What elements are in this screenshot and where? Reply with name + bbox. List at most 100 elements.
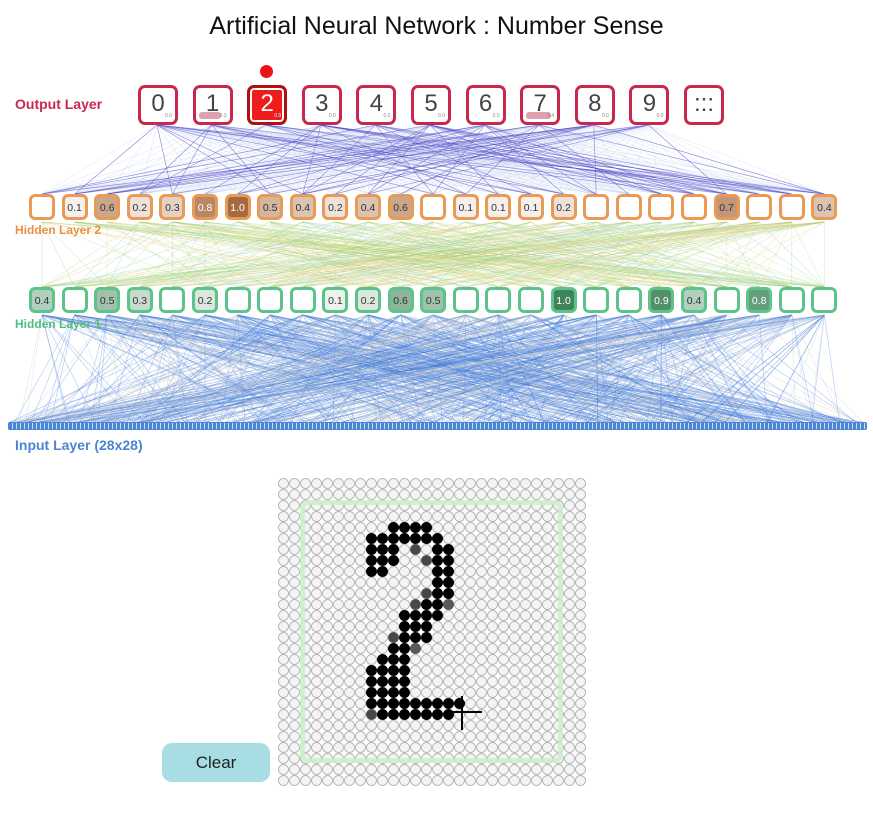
input-pixel[interactable] xyxy=(366,621,377,632)
input-pixel[interactable] xyxy=(498,577,509,588)
input-pixel[interactable] xyxy=(278,555,289,566)
input-pixel[interactable] xyxy=(553,566,564,577)
input-pixel[interactable] xyxy=(454,489,465,500)
input-pixel[interactable] xyxy=(410,489,421,500)
input-pixel[interactable] xyxy=(311,522,322,533)
input-pixel[interactable] xyxy=(443,577,454,588)
input-pixel[interactable] xyxy=(355,753,366,764)
input-pixel[interactable] xyxy=(575,610,586,621)
input-pixel[interactable] xyxy=(454,742,465,753)
input-pixel[interactable] xyxy=(377,533,388,544)
input-pixel[interactable] xyxy=(454,577,465,588)
input-pixel[interactable] xyxy=(476,654,487,665)
input-pixel[interactable] xyxy=(388,720,399,731)
input-pixel[interactable] xyxy=(399,764,410,775)
input-pixel[interactable] xyxy=(333,478,344,489)
input-pixel[interactable] xyxy=(388,566,399,577)
input-pixel[interactable] xyxy=(388,775,399,786)
input-pixel[interactable] xyxy=(410,775,421,786)
input-pixel[interactable] xyxy=(333,665,344,676)
input-pixel[interactable] xyxy=(564,533,575,544)
input-pixel[interactable] xyxy=(344,566,355,577)
input-pixel[interactable] xyxy=(355,577,366,588)
input-pixel[interactable] xyxy=(542,676,553,687)
input-pixel[interactable] xyxy=(465,533,476,544)
input-pixel[interactable] xyxy=(454,566,465,577)
input-pixel[interactable] xyxy=(454,511,465,522)
input-pixel[interactable] xyxy=(432,610,443,621)
input-pixel[interactable] xyxy=(476,742,487,753)
input-pixel[interactable] xyxy=(377,610,388,621)
input-pixel[interactable] xyxy=(520,720,531,731)
input-pixel[interactable] xyxy=(509,544,520,555)
input-pixel[interactable] xyxy=(575,720,586,731)
input-pixel[interactable] xyxy=(278,511,289,522)
input-pixel[interactable] xyxy=(520,610,531,621)
input-pixel[interactable] xyxy=(366,555,377,566)
input-pixel[interactable] xyxy=(553,588,564,599)
input-pixel[interactable] xyxy=(377,654,388,665)
input-pixel[interactable] xyxy=(443,764,454,775)
input-pixel[interactable] xyxy=(454,665,465,676)
input-pixel[interactable] xyxy=(520,676,531,687)
input-pixel[interactable] xyxy=(553,577,564,588)
input-pixel[interactable] xyxy=(355,775,366,786)
input-pixel[interactable] xyxy=(542,533,553,544)
input-pixel[interactable] xyxy=(377,742,388,753)
input-pixel[interactable] xyxy=(388,500,399,511)
input-pixel[interactable] xyxy=(465,566,476,577)
input-pixel[interactable] xyxy=(509,555,520,566)
input-pixel[interactable] xyxy=(553,654,564,665)
input-pixel[interactable] xyxy=(575,753,586,764)
input-pixel[interactable] xyxy=(355,731,366,742)
input-pixel[interactable] xyxy=(553,676,564,687)
input-pixel[interactable] xyxy=(465,555,476,566)
input-pixel[interactable] xyxy=(542,588,553,599)
input-pixel[interactable] xyxy=(542,621,553,632)
input-pixel[interactable] xyxy=(366,720,377,731)
input-pixel[interactable] xyxy=(509,643,520,654)
input-pixel[interactable] xyxy=(520,654,531,665)
input-pixel[interactable] xyxy=(355,544,366,555)
input-pixel[interactable] xyxy=(443,522,454,533)
input-pixel[interactable] xyxy=(410,511,421,522)
input-pixel[interactable] xyxy=(322,742,333,753)
input-pixel[interactable] xyxy=(311,478,322,489)
input-pixel[interactable] xyxy=(476,775,487,786)
input-pixel[interactable] xyxy=(344,643,355,654)
input-pixel[interactable] xyxy=(498,610,509,621)
input-pixel[interactable] xyxy=(454,544,465,555)
input-pixel[interactable] xyxy=(509,610,520,621)
input-pixel[interactable] xyxy=(333,489,344,500)
input-pixel[interactable] xyxy=(344,676,355,687)
input-pixel[interactable] xyxy=(454,588,465,599)
input-pixel[interactable] xyxy=(498,720,509,731)
input-pixel[interactable] xyxy=(377,753,388,764)
input-pixel[interactable] xyxy=(300,720,311,731)
input-pixel[interactable] xyxy=(399,522,410,533)
input-pixel[interactable] xyxy=(564,764,575,775)
input-pixel[interactable] xyxy=(289,577,300,588)
input-pixel[interactable] xyxy=(388,555,399,566)
input-pixel[interactable] xyxy=(300,544,311,555)
input-pixel[interactable] xyxy=(476,588,487,599)
input-pixel[interactable] xyxy=(344,500,355,511)
input-pixel[interactable] xyxy=(410,764,421,775)
input-pixel[interactable] xyxy=(575,665,586,676)
input-pixel[interactable] xyxy=(476,577,487,588)
input-pixel[interactable] xyxy=(487,544,498,555)
input-pixel[interactable] xyxy=(399,544,410,555)
input-pixel[interactable] xyxy=(399,687,410,698)
input-pixel[interactable] xyxy=(564,632,575,643)
input-pixel[interactable] xyxy=(542,753,553,764)
input-pixel[interactable] xyxy=(333,742,344,753)
input-pixel[interactable] xyxy=(355,643,366,654)
input-pixel[interactable] xyxy=(443,654,454,665)
input-pixel[interactable] xyxy=(322,500,333,511)
input-pixel[interactable] xyxy=(322,665,333,676)
input-pixel[interactable] xyxy=(542,610,553,621)
input-pixel[interactable] xyxy=(542,478,553,489)
input-pixel[interactable] xyxy=(300,775,311,786)
input-pixel[interactable] xyxy=(399,698,410,709)
input-pixel[interactable] xyxy=(300,588,311,599)
